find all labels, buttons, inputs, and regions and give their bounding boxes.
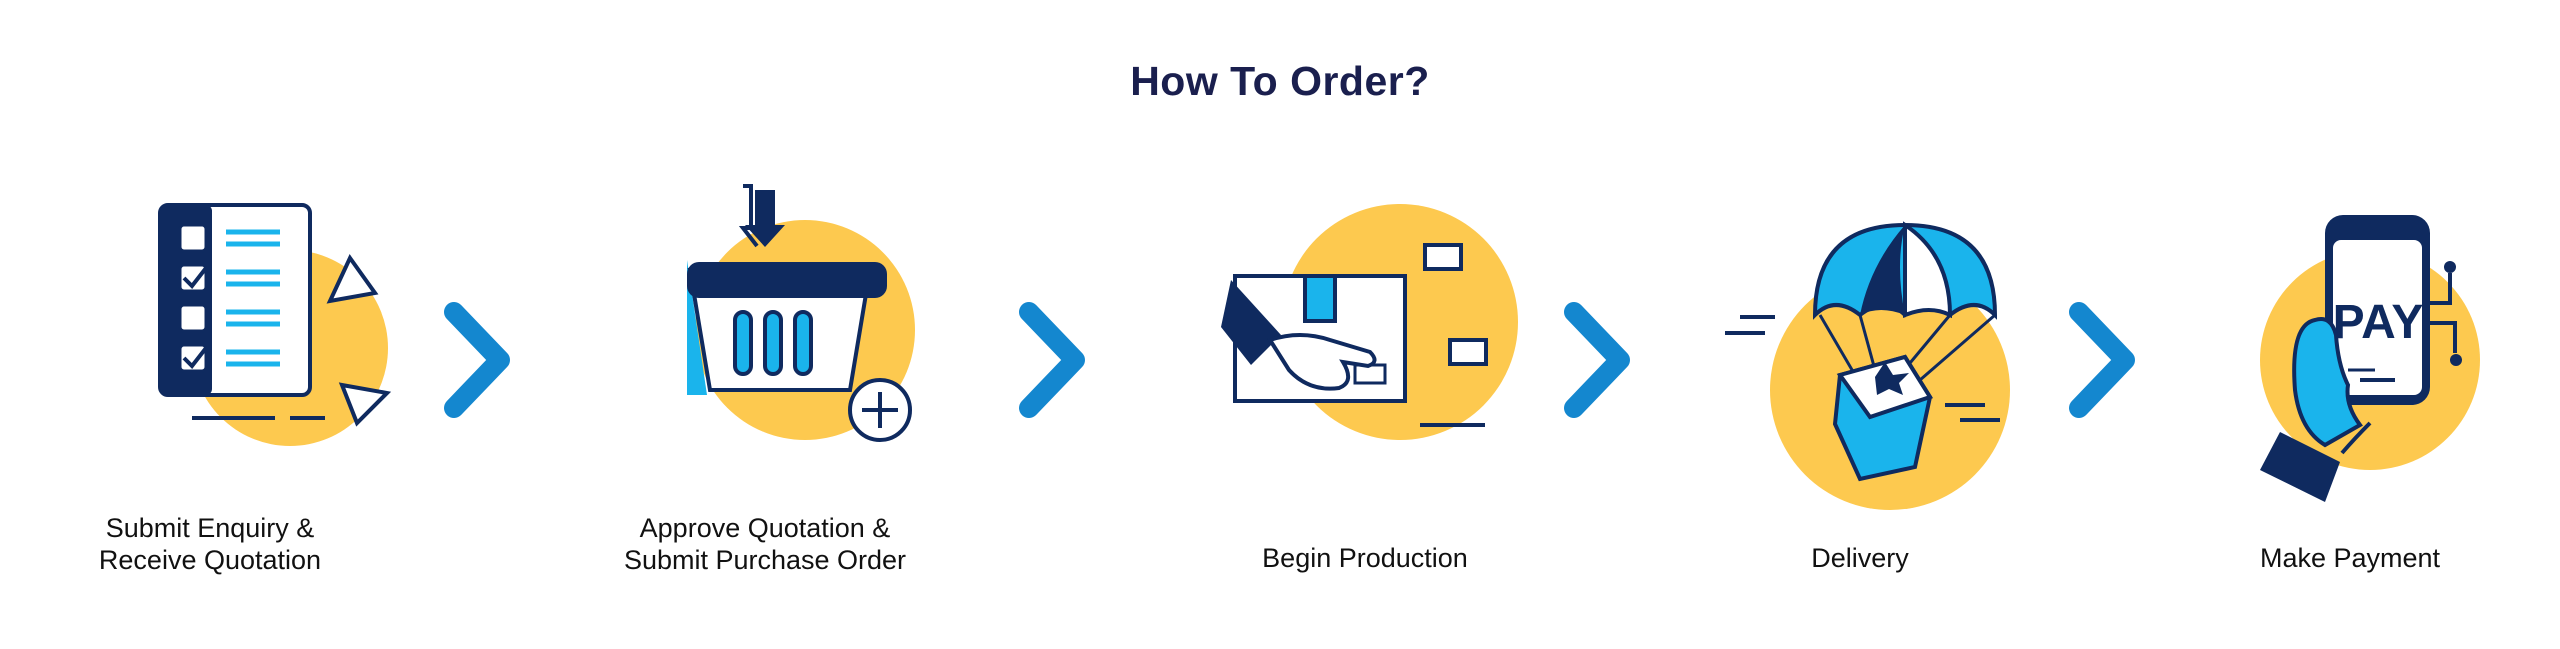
step-label: Delivery (1811, 543, 1909, 573)
page-title: How To Order? (1130, 58, 1430, 104)
pay-text: PAY (2333, 296, 2424, 349)
basket-icon (687, 184, 915, 442)
chevron-right-icon (444, 302, 510, 418)
chevron-right-icon (1564, 302, 1630, 418)
parachute-box-icon (1725, 221, 2010, 510)
chevron-right-icon (2069, 302, 2135, 418)
phone-pay-icon: PAY (2260, 215, 2480, 502)
step-label: Begin Production (1262, 543, 1468, 573)
chevron-right-icon (1019, 302, 1085, 418)
box-hand-icon (1221, 204, 1518, 440)
step-label: Make Payment (2259, 543, 2441, 573)
checklist-icon (158, 203, 392, 446)
step-label: Approve Quotation & Submit Purchase Orde… (623, 513, 907, 575)
step-label: Submit Enquiry & Receive Quotation (98, 513, 322, 575)
